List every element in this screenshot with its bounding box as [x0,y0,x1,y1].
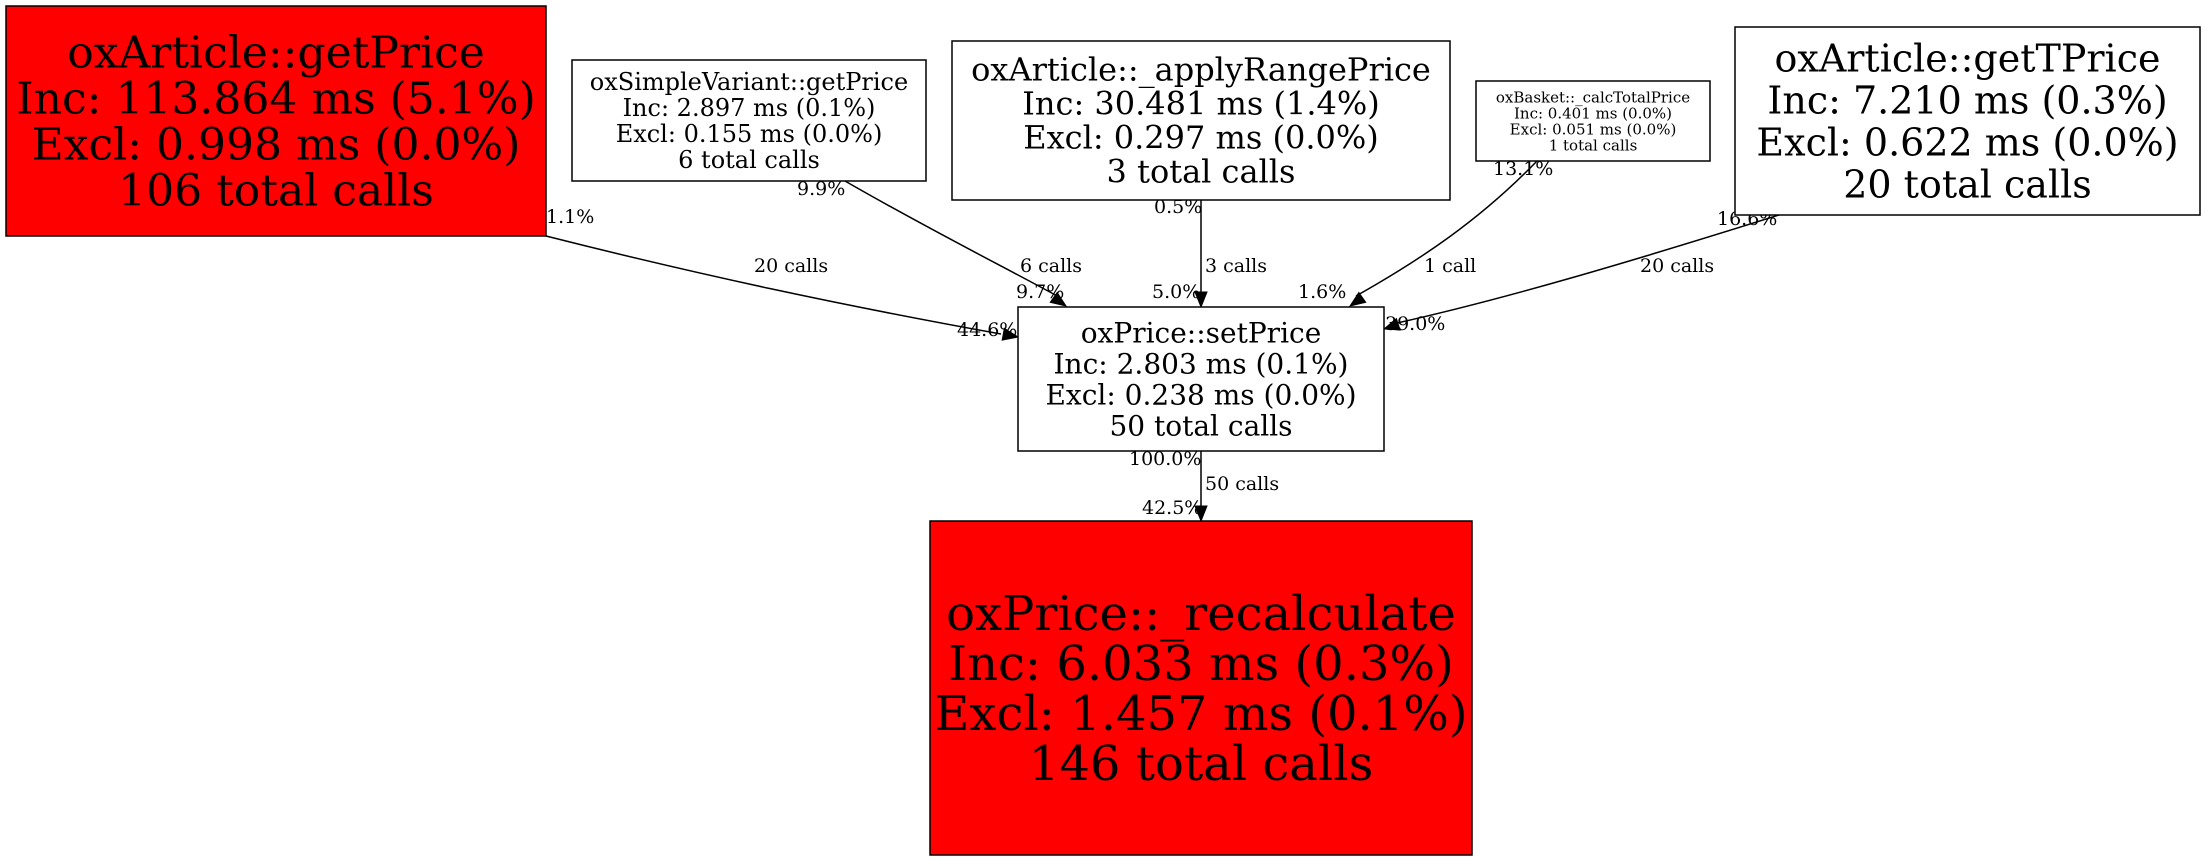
edge-basket-to-setPrice: 1 call 13.1% 1.6% [1298,158,1553,307]
edge-tail-label: 13.1% [1493,158,1553,180]
node-exclusive-time: Excl: 1.457 ms (0.1%) [934,686,1467,742]
node-total-calls: 3 total calls [1107,153,1296,191]
edge-line [1355,160,1538,297]
node-total-calls: 20 total calls [1843,162,2091,206]
arrow-head [1194,505,1208,523]
node-box[interactable] [571,59,927,182]
node-box[interactable] [929,520,1473,856]
edge-tail-label: 1.1% [546,206,594,228]
node-box[interactable] [1475,80,1711,162]
edges-layer: 20 calls 1.1% 44.6% 6 calls 9.9% 9.7% 3 calls 0… [545,158,1780,523]
node-inclusive-time: Inc: 30.481 ms (1.4%) [1022,85,1379,123]
node-title: oxBasket::_calcTotalPrice [1496,88,1690,106]
edge-calls-label: 1 call [1424,255,1476,277]
node-inclusive-time: Inc: 7.210 ms (0.3%) [1767,78,2167,122]
node-exclusive-time: Excl: 0.998 ms (0.0%) [32,119,521,170]
node-box[interactable] [951,40,1451,201]
node-total-calls: 6 total calls [678,146,820,174]
edge-line [545,235,1002,335]
edge-head-label: 9.7% [1016,281,1064,303]
edge-head-label: 42.5% [1142,497,1202,519]
node-box[interactable] [5,5,547,237]
node-inclusive-time: Inc: 2.897 ms (0.1%) [623,94,876,122]
arrow-head [1049,291,1068,307]
node-title: oxSimpleVariant::getPrice [590,68,908,96]
node-title: oxArticle::_applyRangePrice [971,51,1431,89]
node-title: oxArticle::getTPrice [1775,36,2161,80]
edge-head-label: 5.0% [1152,281,1200,303]
node-box[interactable] [1734,26,2201,216]
edge-tail-label: 100.0% [1129,448,1201,470]
node-exclusive-time: Excl: 0.238 ms (0.0%) [1045,378,1356,411]
edge-head-label: 39.0% [1385,313,1445,335]
edge-line [844,180,1060,298]
node-exclusive-time: Excl: 0.622 ms (0.0%) [1756,120,2178,164]
node-title: oxPrice::_recalculate [946,586,1456,642]
node-exclusive-time: Excl: 0.297 ms (0.0%) [1023,119,1379,157]
arrow-head [1194,291,1208,309]
node-title: oxPrice::setPrice [1081,316,1322,349]
edge-calls-label: 6 calls [1020,255,1082,277]
node-exclusive-time: Excl: 0.051 ms (0.0%) [1510,120,1677,138]
arrow-head [1382,317,1401,331]
node-total-calls: 106 total calls [118,165,434,216]
edge-getPrice-to-setPrice: 20 calls 1.1% 44.6% [545,206,1020,341]
node-inclusive-time: Inc: 0.401 ms (0.0%) [1514,104,1672,122]
edge-calls-label: 50 calls [1205,473,1279,495]
node-total-calls: 146 total calls [1029,736,1373,792]
node-inclusive-time: Inc: 2.803 ms (0.1%) [1054,347,1349,380]
edge-line [1396,214,1780,324]
edge-tail-label: 9.9% [797,178,845,200]
node-total-calls: 1 total calls [1549,136,1638,154]
node-total-calls: 50 total calls [1109,409,1292,442]
node-title: oxArticle::getPrice [67,27,485,78]
node-box[interactable] [1017,306,1385,452]
edge-calls-label: 3 calls [1205,255,1267,277]
node-inclusive-time: Inc: 113.864 ms (5.1%) [16,73,536,124]
edge-applyRange-to-setPrice: 3 calls 0.5% 5.0% [1152,196,1267,309]
arrow-head [1001,327,1020,341]
edge-head-label: 1.6% [1298,281,1346,303]
edge-calls-label: 20 calls [754,255,828,277]
arrow-head [1348,291,1367,307]
edge-tail-label: 0.5% [1154,196,1202,218]
node-inclusive-time: Inc: 6.033 ms (0.3%) [948,636,1454,692]
node-exclusive-time: Excl: 0.155 ms (0.0%) [616,120,883,148]
edge-simpleVariant-to-setPrice: 6 calls 9.9% 9.7% [797,178,1082,307]
edge-head-label: 44.6% [957,319,1017,341]
edge-calls-label: 20 calls [1640,255,1714,277]
